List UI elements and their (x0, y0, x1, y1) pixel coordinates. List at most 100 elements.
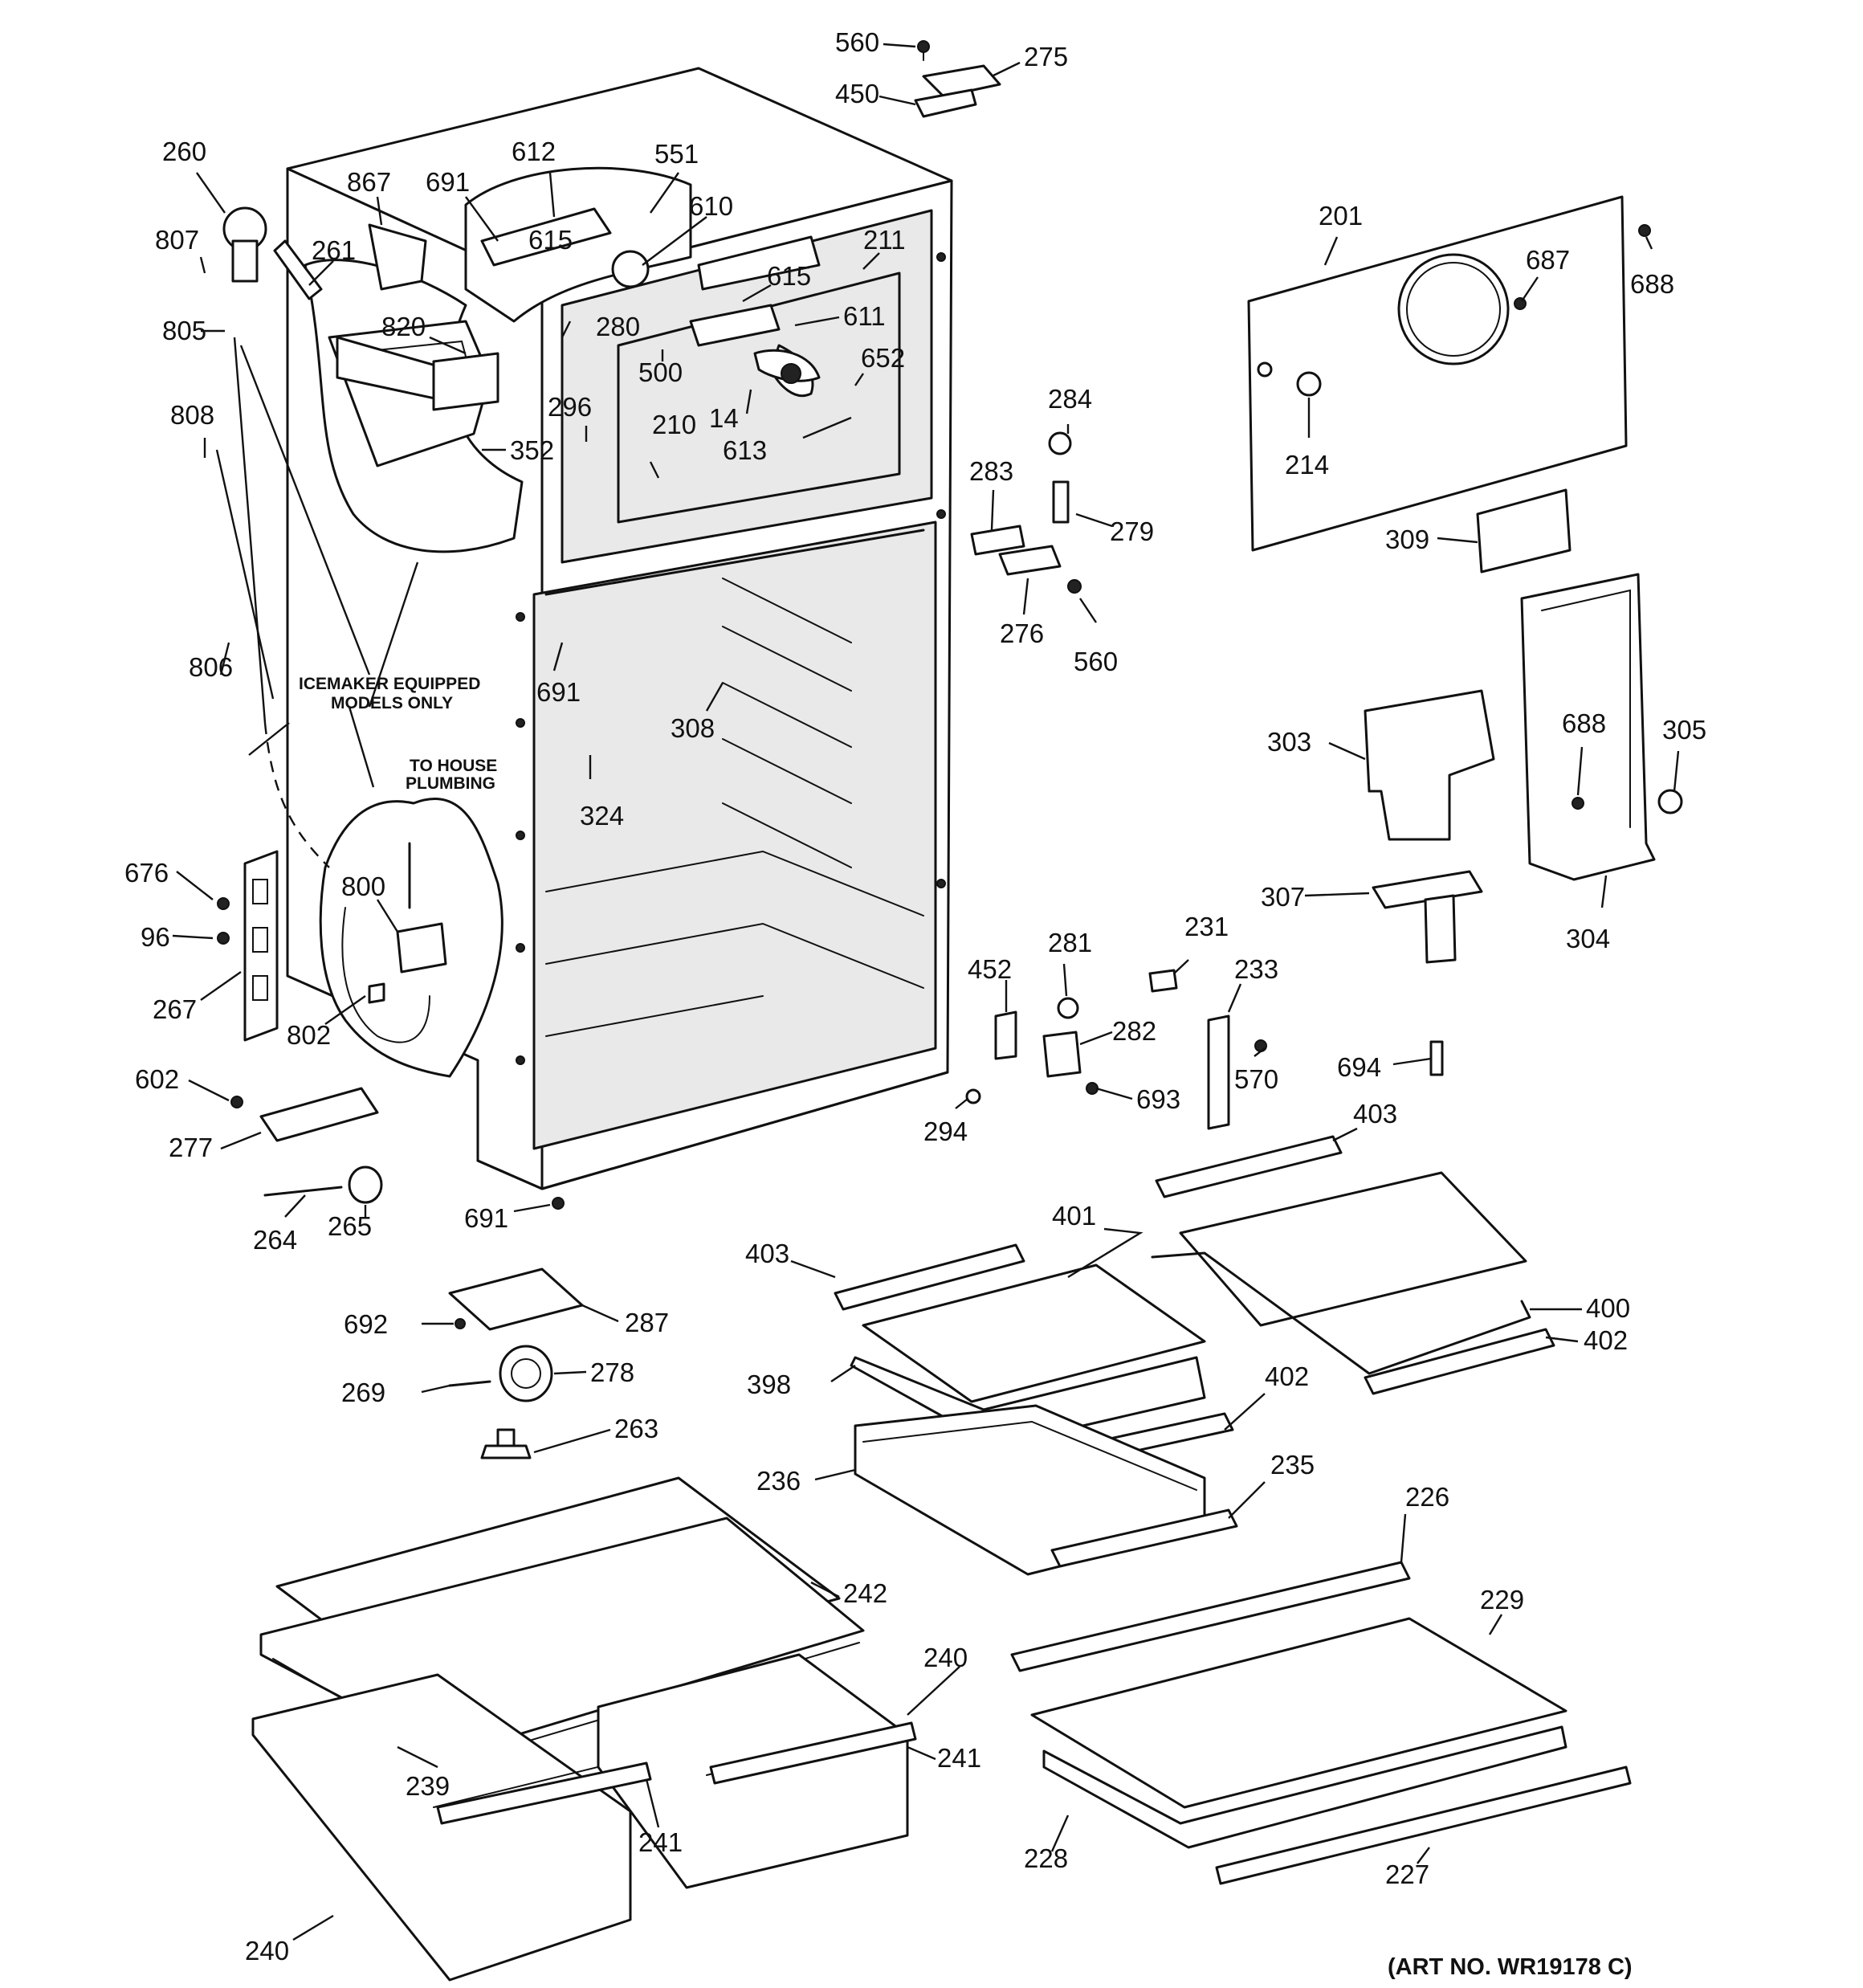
callout-401: 401 (1052, 1201, 1096, 1231)
leader-lines (172, 43, 1680, 1941)
callout-303: 303 (1267, 727, 1311, 757)
icemaker-fill-cup (368, 223, 427, 291)
callout-280: 280 (596, 312, 640, 341)
callout-305: 305 (1662, 715, 1706, 745)
callout-277: 277 (169, 1133, 213, 1162)
callout-241: 241 (937, 1743, 981, 1773)
fan-bracket (480, 207, 612, 267)
callout-808: 808 (170, 400, 214, 430)
callout-265: 265 (328, 1211, 372, 1241)
callout-226: 226 (1405, 1482, 1449, 1512)
callout-403: 403 (1353, 1099, 1397, 1129)
callout-228: 228 (1024, 1843, 1068, 1873)
callout-284: 284 (1048, 384, 1092, 414)
callout-352: 352 (510, 435, 554, 465)
art-number: (ART NO. WR19178 C) (1388, 1954, 1633, 1980)
callout-labels: 560 275 450 260 867 691 612 551 610 807 … (124, 27, 1706, 1966)
callout-610: 610 (689, 191, 733, 221)
callout-96: 96 (141, 922, 170, 952)
callout-308: 308 (671, 713, 715, 743)
callout-307: 307 (1261, 882, 1305, 912)
callout-560: 560 (835, 27, 879, 57)
callout-688: 688 (1630, 269, 1674, 299)
callout-239: 239 (406, 1771, 450, 1801)
callout-296: 296 (548, 392, 592, 422)
callout-676: 676 (124, 858, 169, 888)
shelf-rail-233 (1207, 1014, 1230, 1130)
callout-687: 687 (1526, 245, 1570, 275)
callout-820: 820 (381, 312, 426, 341)
callout-267: 267 (153, 994, 197, 1024)
water-valve-cutaway (319, 798, 503, 1078)
plumbing-note-line2: PLUMBING (406, 774, 495, 793)
callout-240: 240 (923, 1643, 968, 1672)
callout-14: 14 (709, 403, 739, 433)
callout-398: 398 (747, 1370, 791, 1399)
callout-227: 227 (1385, 1859, 1429, 1889)
callout-570: 570 (1234, 1064, 1278, 1094)
callout-276: 276 (1000, 618, 1044, 648)
callout-240: 240 (245, 1936, 289, 1966)
callout-263: 263 (614, 1414, 658, 1443)
bracket-277 (259, 1087, 379, 1142)
notes: ICEMAKER EQUIPPED MODELS ONLY TO HOUSE P… (299, 675, 1633, 1980)
callout-210: 210 (652, 410, 696, 439)
callout-612: 612 (512, 137, 556, 166)
callout-688: 688 (1562, 708, 1606, 738)
callout-287: 287 (625, 1308, 669, 1337)
callout-613: 613 (723, 435, 767, 465)
callout-691: 691 (464, 1203, 508, 1233)
plate-287 (448, 1268, 584, 1331)
callout-691: 691 (426, 167, 470, 197)
roller-278 (499, 1345, 553, 1402)
callout-402: 402 (1584, 1325, 1628, 1355)
callout-602: 602 (135, 1064, 179, 1094)
callout-229: 229 (1480, 1585, 1524, 1614)
leveling-leg-263 (480, 1444, 532, 1459)
callout-806: 806 (189, 652, 233, 682)
callout-694: 694 (1337, 1052, 1381, 1082)
small-parts-middle (965, 969, 1444, 1130)
callout-241: 241 (638, 1827, 683, 1857)
callout-615: 615 (528, 225, 573, 255)
plumbing-note-line1: TO HOUSE (410, 757, 497, 775)
callout-283: 283 (969, 456, 1013, 486)
callout-615: 615 (767, 261, 811, 291)
callout-279: 279 (1110, 516, 1154, 546)
callout-450: 450 (835, 79, 879, 108)
callout-236: 236 (756, 1466, 801, 1496)
freezer-fan-assembly (464, 166, 821, 398)
callout-235: 235 (1270, 1450, 1315, 1480)
callout-611: 611 (843, 301, 886, 331)
callout-324: 324 (580, 801, 624, 831)
part-307 (1372, 870, 1483, 909)
left-side-hardware (217, 850, 565, 1210)
damper-303 (1364, 689, 1495, 841)
water-valve (396, 922, 447, 974)
callout-652: 652 (861, 343, 905, 373)
shelf-assemblies (834, 1135, 1632, 1885)
callout-800: 800 (341, 872, 385, 901)
bottom-hardware (448, 1268, 584, 1459)
callout-282: 282 (1112, 1016, 1156, 1046)
callout-278: 278 (590, 1357, 634, 1387)
callout-233: 233 (1234, 954, 1278, 984)
callout-400: 400 (1586, 1293, 1630, 1323)
callout-304: 304 (1566, 924, 1610, 953)
bracket-611 (689, 304, 781, 347)
knob-305 (1657, 789, 1683, 814)
fan-motor (611, 250, 650, 288)
bottom-pans (251, 1476, 917, 1982)
callout-691: 691 (536, 677, 581, 707)
callout-264: 264 (253, 1225, 297, 1255)
callout-211: 211 (863, 225, 906, 255)
callout-260: 260 (162, 137, 206, 166)
callout-309: 309 (1385, 525, 1429, 554)
top-hinge (914, 40, 1001, 118)
callout-294: 294 (923, 1116, 968, 1146)
callout-452: 452 (968, 954, 1012, 984)
callout-261: 261 (312, 235, 356, 265)
callout-867: 867 (347, 167, 391, 197)
icemaker-indicator-lines (215, 337, 419, 868)
callout-692: 692 (344, 1309, 388, 1339)
